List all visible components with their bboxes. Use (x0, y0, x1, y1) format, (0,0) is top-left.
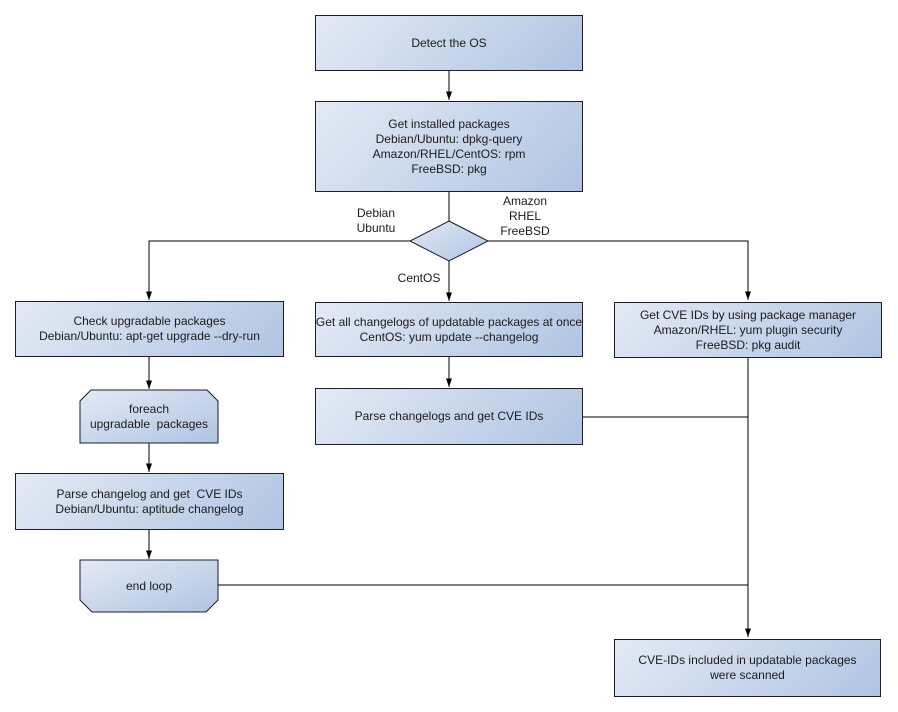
edge-label-debian-ubuntu: Debian Ubuntu (356, 206, 396, 235)
node-parse-changelogs-mid-label: Parse changelogs and get CVE IDs (354, 409, 544, 423)
end-loop-shape (79, 559, 219, 613)
node-check-upgradable: Check upgradable packages Debian/Ubuntu:… (15, 301, 284, 357)
node-detect-os: Detect the OS (315, 15, 583, 71)
edges (146, 71, 751, 637)
node-get-all-changelogs-label: Get all changelogs of updatable packages… (315, 314, 583, 344)
foreach-loop-shape (79, 389, 219, 444)
node-detect-os-label: Detect the OS (411, 35, 487, 50)
node-get-all-changelogs: Get all changelogs of updatable packages… (315, 302, 583, 357)
edge-decision-to-check-upgradable (146, 240, 410, 300)
node-get-cve-ids-right: Get CVE IDs by using package manager Ama… (614, 302, 882, 358)
node-parse-changelog-left: Parse changelog and get CVE IDs Debian/U… (15, 473, 284, 530)
node-result-label: CVE-IDs included in updatable packages w… (638, 653, 857, 682)
node-parse-changelogs-mid: Parse changelogs and get CVE IDs (315, 388, 583, 445)
node-foreach-loop-label: foreach upgradable packages (89, 401, 209, 431)
node-get-installed-packages: Get installed packages Debian/Ubuntu: dp… (315, 101, 583, 192)
node-check-upgradable-label: Check upgradable packages Debian/Ubuntu:… (39, 314, 260, 343)
node-result: CVE-IDs included in updatable packages w… (614, 639, 881, 697)
node-get-installed-packages-label: Get installed packages Debian/Ubuntu: dp… (372, 116, 526, 176)
node-foreach-loop: foreach upgradable packages (80, 390, 218, 443)
node-parse-changelog-left-label: Parse changelog and get CVE IDs Debian/U… (55, 486, 244, 516)
edge-decision-to-get-cve-ids (488, 240, 751, 300)
edge-label-centos: CentOS (397, 271, 441, 285)
node-end-loop: end loop (80, 560, 218, 612)
decision-diamond (408, 220, 490, 262)
node-get-cve-ids-right-label: Get CVE IDs by using package manager Ama… (639, 307, 857, 352)
node-end-loop-label: end loop (125, 578, 173, 593)
edge-label-amazon-rhel-freebsd: Amazon RHEL FreeBSD (500, 194, 550, 238)
